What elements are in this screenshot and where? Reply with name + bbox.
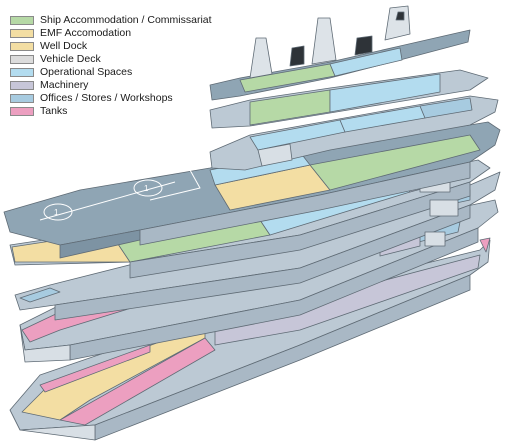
legend-label: Ship Accommodation / Commissariat <box>40 14 212 26</box>
mast-forward <box>384 5 411 41</box>
legend-item-emf-accommodation: EMF Accomodation <box>10 27 131 39</box>
deck-island <box>209 5 471 101</box>
legend-item-ship-accommodation: Ship Accommodation / Commissariat <box>10 14 212 26</box>
deck-upper <box>209 69 499 171</box>
bridge-block <box>354 35 373 56</box>
legend-swatch <box>10 106 34 116</box>
svg-text:1: 1 <box>54 208 59 217</box>
legend-label: Well Dock <box>40 40 88 52</box>
legend-label: Tanks <box>40 105 68 117</box>
legend-swatch <box>10 67 34 77</box>
deck-tank-top <box>9 237 491 441</box>
legend-label: EMF Accomodation <box>40 27 132 39</box>
deck-flight: 1 1 <box>3 121 501 259</box>
legend-swatch <box>10 41 34 51</box>
legend-item-offices-stores: Offices / Stores / Workshops <box>10 92 173 104</box>
legend-label: Offices / Stores / Workshops <box>40 92 173 104</box>
legend-label: Vehicle Deck <box>40 53 101 65</box>
legend-swatch <box>10 80 34 90</box>
legend-swatch <box>10 93 34 103</box>
legend-swatch <box>10 28 34 38</box>
legend-item-well-dock: Well Dock <box>10 40 87 52</box>
legend-item-machinery: Machinery <box>10 79 88 91</box>
mast-top <box>395 11 405 21</box>
legend-item-vehicle-deck: Vehicle Deck <box>10 53 101 65</box>
legend-item-tanks: Tanks <box>10 105 67 117</box>
funnel-mid <box>311 17 337 65</box>
funnel-aft <box>249 37 273 79</box>
legend-label: Machinery <box>40 79 89 91</box>
legend-swatch <box>10 54 34 64</box>
legend-swatch <box>10 15 34 25</box>
legend-label: Operational Spaces <box>40 66 133 78</box>
helipad-markings: 1 1 <box>39 169 201 221</box>
legend-item-operational-spaces: Operational Spaces <box>10 66 132 78</box>
mast-block <box>289 45 305 67</box>
svg-text:1: 1 <box>144 184 149 193</box>
